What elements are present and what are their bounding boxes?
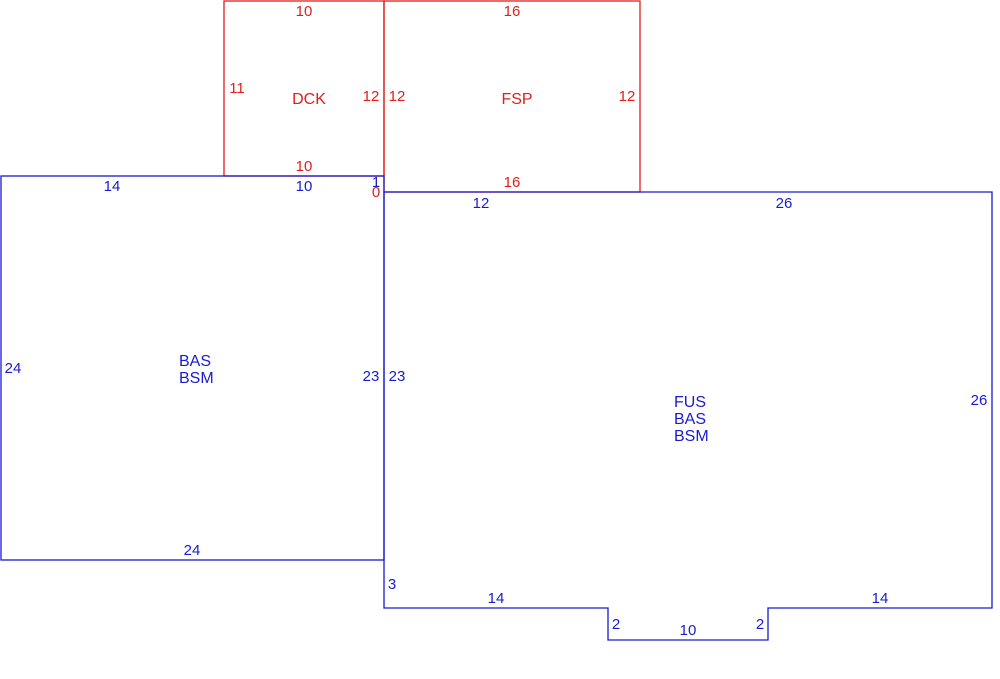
fsp-code: FSP bbox=[501, 91, 532, 108]
fus-dim-top-a: 12 bbox=[473, 195, 490, 212]
bas-left-dim-top-b: 10 bbox=[296, 178, 313, 195]
fsp-dim-left: 12 bbox=[389, 88, 406, 105]
bas-left-jog-top: 1 bbox=[372, 174, 380, 191]
fus-dim-left-jog: 3 bbox=[388, 576, 396, 593]
fus-outline bbox=[383, 191, 993, 641]
fsp-labels: FSP 16 12 12 16 0 bbox=[372, 3, 636, 201]
fus-dim-right: 26 bbox=[971, 392, 988, 409]
bas-left-jog-bottom: 0 bbox=[372, 184, 380, 201]
bas-left-dim-right: 23 bbox=[363, 368, 380, 385]
bas-left-labels: BAS BSM 14 10 1 24 23 24 bbox=[5, 174, 381, 559]
dck-dim-top: 10 bbox=[296, 3, 313, 20]
dck-dim-right: 12 bbox=[363, 88, 380, 105]
fus-code-3: BSM bbox=[674, 428, 709, 445]
fsp-dim-top: 16 bbox=[504, 3, 521, 20]
bas-left-dim-top-a: 14 bbox=[104, 178, 121, 195]
fus-dim-notch-bottom: 10 bbox=[680, 622, 697, 639]
fsp-dim-bottom: 16 bbox=[504, 174, 521, 191]
bas-left-dim-left: 24 bbox=[5, 360, 22, 377]
fus-code-2: BAS bbox=[674, 411, 706, 428]
fus-dim-left: 23 bbox=[389, 368, 406, 385]
bas-left-code-1: BAS bbox=[179, 353, 211, 370]
dck-outline bbox=[223, 0, 385, 177]
fus-dim-bottom-left: 14 bbox=[488, 590, 505, 607]
bas-left-code-2: BSM bbox=[179, 370, 214, 387]
fus-labels: FUS BAS BSM 12 26 23 26 3 14 2 10 2 14 bbox=[388, 195, 988, 639]
fus-dim-top-b: 26 bbox=[776, 195, 793, 212]
dck-dim-bottom: 10 bbox=[296, 158, 313, 175]
fus-dim-notch-left: 2 bbox=[612, 616, 620, 633]
fus-code-1: FUS bbox=[674, 394, 706, 411]
dck-labels: DCK 10 11 12 10 bbox=[229, 3, 379, 175]
fus-dim-notch-right: 2 bbox=[756, 616, 764, 633]
dck-code: DCK bbox=[292, 91, 326, 108]
dck-dim-left: 11 bbox=[229, 80, 245, 97]
fus-dim-bottom-right: 14 bbox=[872, 590, 889, 607]
fsp-dim-right: 12 bbox=[619, 88, 636, 105]
bas-left-dim-bottom: 24 bbox=[184, 542, 201, 559]
